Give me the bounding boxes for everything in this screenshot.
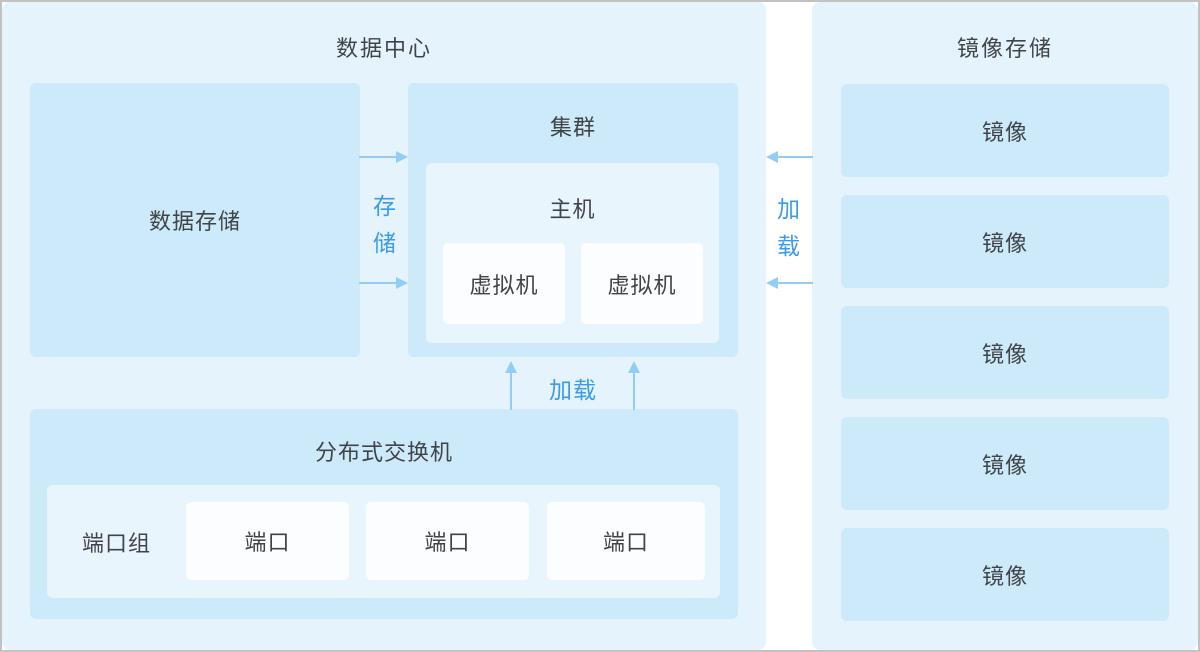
vm-box: 虚拟机 xyxy=(443,243,565,324)
image-storage-title: 镜像存储 xyxy=(956,37,1053,62)
storage-arrow-top xyxy=(359,151,408,163)
load-edge-label-right: 加载 xyxy=(777,197,801,260)
arrow-shaft xyxy=(359,282,397,284)
image-label: 镜像 xyxy=(981,564,1028,590)
arrow-head-up-icon xyxy=(628,361,640,373)
image-label: 镜像 xyxy=(981,120,1028,146)
storage-edge-label: 存储 xyxy=(373,194,397,257)
port-box: 端口 xyxy=(366,502,529,580)
arrow-shaft xyxy=(359,156,397,158)
data-storage-label: 数据存储 xyxy=(148,210,241,235)
arrow-head-right-icon xyxy=(396,277,408,289)
image-box: 镜像 xyxy=(841,84,1169,177)
port-box: 端口 xyxy=(186,502,349,580)
load-edge-label-bottom: 加载 xyxy=(549,378,597,404)
port-box: 端口 xyxy=(547,502,705,580)
image-box: 镜像 xyxy=(841,306,1169,399)
arrow-shaft xyxy=(633,371,635,410)
vm-box: 虚拟机 xyxy=(581,243,703,324)
port-group-label: 端口组 xyxy=(81,531,151,557)
port-label: 端口 xyxy=(244,531,291,556)
image-load-arrow-top xyxy=(766,151,813,163)
arrow-head-left-icon xyxy=(766,277,778,289)
arrow-head-left-icon xyxy=(766,151,778,163)
image-label: 镜像 xyxy=(981,231,1028,257)
port-label: 端口 xyxy=(602,531,649,556)
distributed-switch-title: 分布式交换机 xyxy=(314,441,453,466)
load-arrow-right xyxy=(628,361,640,410)
arrow-shaft xyxy=(777,156,813,158)
arrow-shaft xyxy=(510,371,512,410)
load-arrow-left xyxy=(505,361,517,410)
image-box: 镜像 xyxy=(841,528,1169,621)
image-box: 镜像 xyxy=(841,195,1169,288)
vm-label: 虚拟机 xyxy=(607,273,677,299)
image-label: 镜像 xyxy=(981,342,1028,368)
arrow-head-right-icon xyxy=(396,151,408,163)
host-title: 主机 xyxy=(549,198,596,223)
image-label: 镜像 xyxy=(981,453,1028,479)
arrow-head-up-icon xyxy=(505,361,517,373)
image-load-arrow-bottom xyxy=(766,277,813,289)
datacenter-title: 数据中心 xyxy=(335,37,432,62)
arrow-shaft xyxy=(777,282,813,284)
port-label: 端口 xyxy=(424,531,471,556)
cluster-title: 集群 xyxy=(549,116,596,141)
vm-label: 虚拟机 xyxy=(469,273,539,299)
image-box: 镜像 xyxy=(841,417,1169,510)
data-storage-box: 数据存储 xyxy=(30,83,360,357)
storage-arrow-bottom xyxy=(359,277,408,289)
